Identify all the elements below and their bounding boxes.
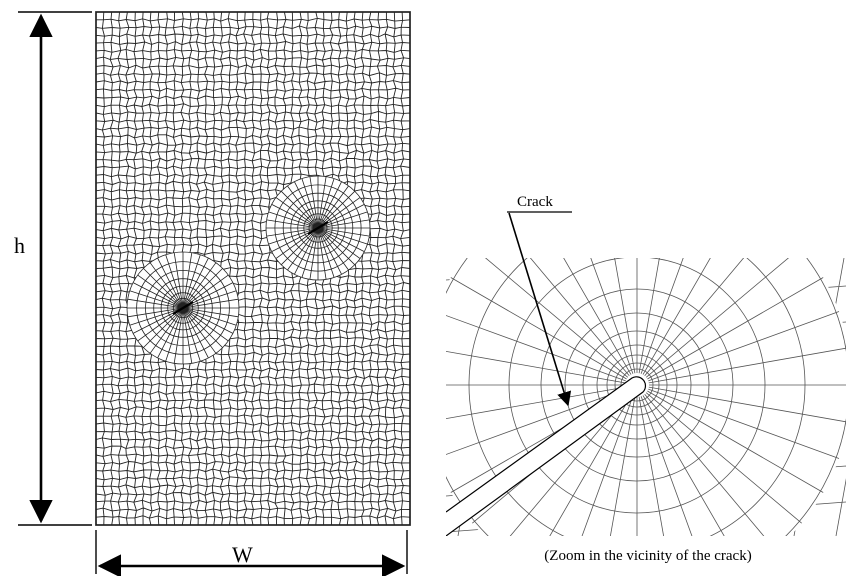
zoom-ring <box>468 258 806 536</box>
zoom-ring <box>606 354 668 416</box>
zoom-ring <box>596 344 678 426</box>
crack-refinement-lower <box>126 251 240 365</box>
refinement-rays <box>266 176 370 280</box>
refinement-ring <box>145 270 221 346</box>
refinement-ring <box>312 222 324 234</box>
refinement-ring <box>297 207 339 249</box>
width-label: W <box>232 542 253 567</box>
crack-faces <box>446 376 647 536</box>
crack-mark <box>172 301 194 315</box>
crack-mark <box>307 221 329 235</box>
zoom-ring <box>582 330 692 440</box>
zoom-ring <box>614 362 660 408</box>
zoom-mesh <box>446 258 846 536</box>
refinement-ring <box>308 218 328 238</box>
zoom-ring <box>508 258 766 514</box>
zoom-ring <box>620 368 654 402</box>
crack-pointer-arrow <box>508 212 572 407</box>
zoom-panel: Crack (Zoom in the vicinity of the crack… <box>446 194 846 564</box>
refinement-ring <box>282 192 354 264</box>
refinement-ring <box>290 200 346 256</box>
refinement-ring <box>172 297 194 319</box>
zoom-refined-backdrop <box>446 258 846 536</box>
zoom-spokes <box>446 258 846 536</box>
zoom-caption: (Zoom in the vicinity of the crack) <box>544 548 751 564</box>
refinement-ring <box>265 175 371 281</box>
height-dimension: h <box>14 11 92 526</box>
crack-slit <box>446 376 647 536</box>
refinement-rays <box>127 252 239 364</box>
refinement-ring <box>136 261 230 355</box>
crack-label: Crack <box>517 194 553 210</box>
width-dimension: W <box>95 530 408 576</box>
crack-refinement-upper <box>265 175 371 281</box>
zoom-ring <box>564 312 710 458</box>
specimen-panel <box>95 11 411 526</box>
refinement-ring <box>274 184 362 272</box>
refinement-ring <box>303 213 333 243</box>
refinement-ring <box>153 278 213 338</box>
refinement-ring <box>126 251 240 365</box>
refinement-ring <box>177 302 189 314</box>
refinement-ring <box>160 285 206 331</box>
zoom-ring <box>540 288 734 482</box>
refinement-ring <box>167 292 199 324</box>
height-label: h <box>14 233 25 258</box>
